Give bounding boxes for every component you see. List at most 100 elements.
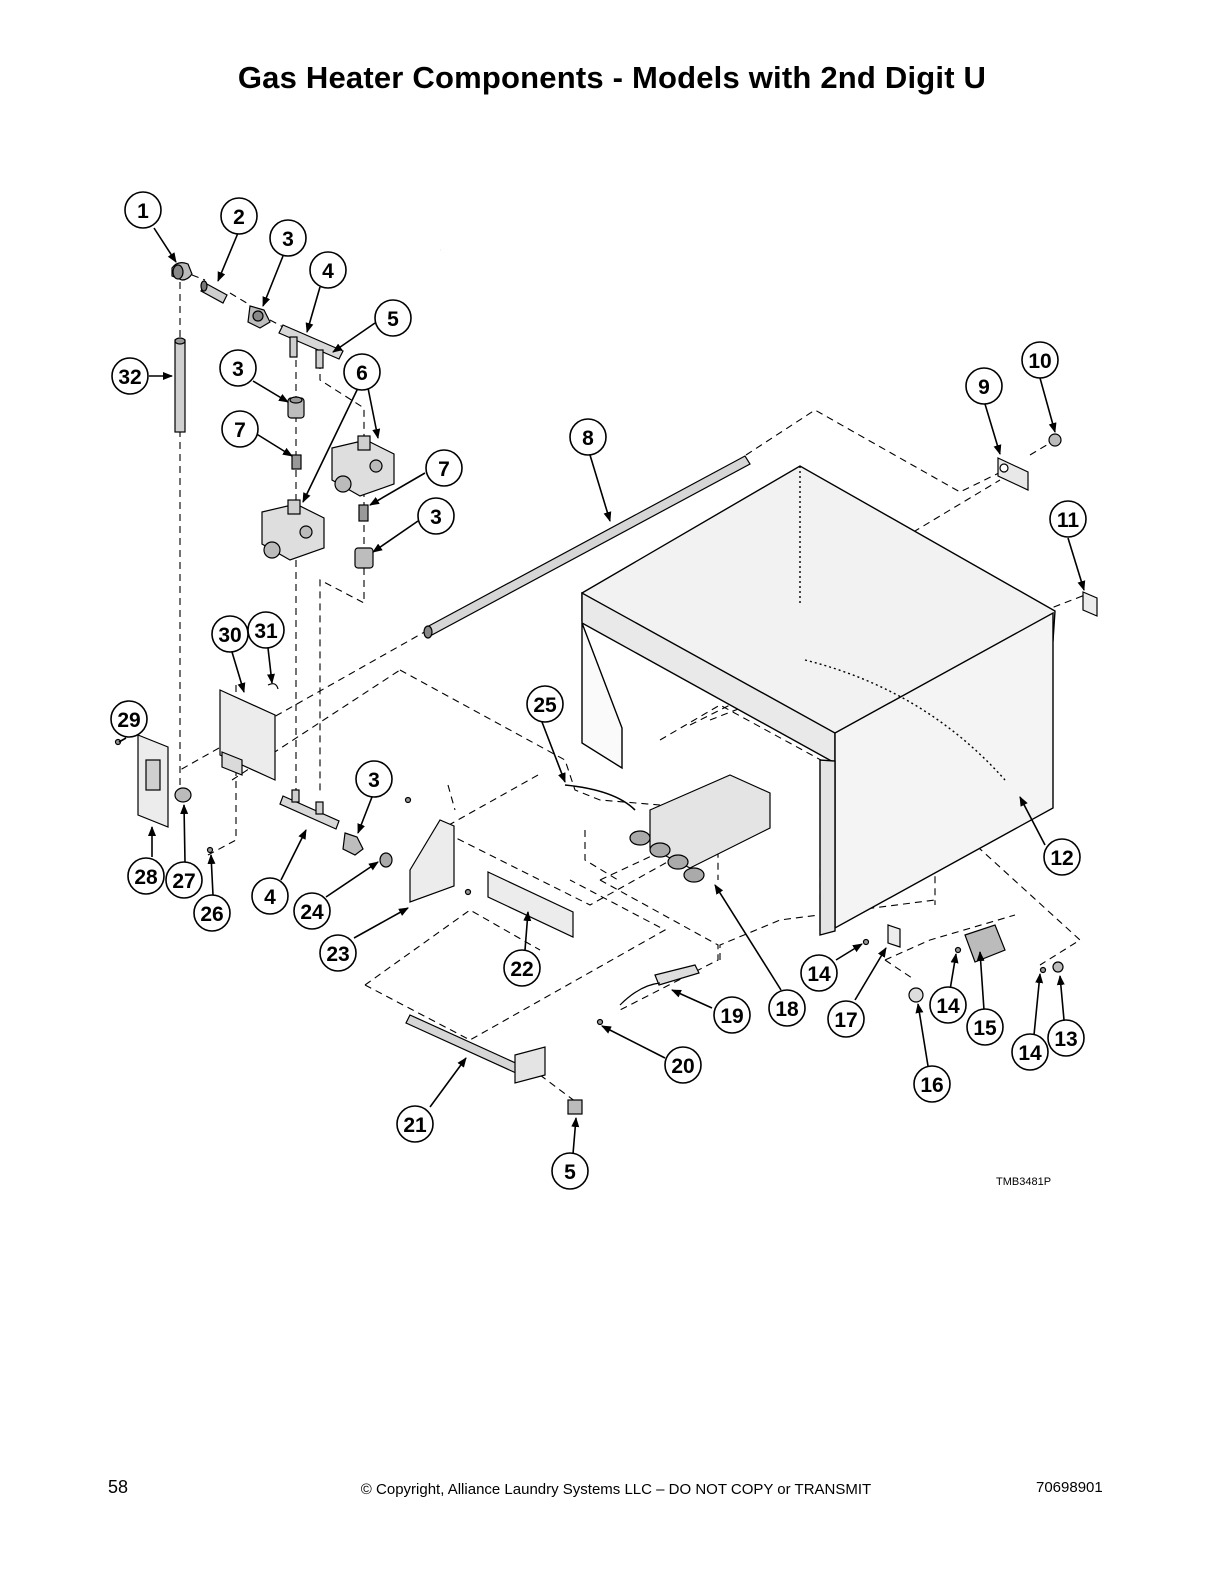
callout-15: 15 (966, 1008, 1004, 1046)
callout-16: 16 (913, 1065, 951, 1103)
part-long-pipe (174, 337, 186, 433)
svg-text:23: 23 (326, 943, 349, 966)
callout-4: 4 (309, 251, 347, 289)
svg-text:9: 9 (978, 376, 990, 399)
svg-text:31: 31 (254, 620, 278, 643)
callout-28: 28 (127, 857, 165, 895)
callout-8: 8 (569, 418, 607, 456)
callout-7: 7 (425, 449, 463, 487)
callout-5: 5 (374, 299, 412, 337)
callout-1: 1 (124, 191, 162, 229)
svg-text:14: 14 (1018, 1042, 1042, 1065)
callout-14: 14 (1011, 1033, 1049, 1071)
svg-text:32: 32 (118, 366, 141, 389)
callout-26: 26 (193, 894, 231, 932)
callout-20: 20 (664, 1046, 702, 1084)
svg-text:27: 27 (172, 870, 195, 893)
part-elbow (171, 262, 193, 281)
svg-text:3: 3 (368, 769, 380, 792)
callout-27: 27 (165, 861, 203, 899)
svg-text:29: 29 (117, 709, 140, 732)
callout-3: 3 (219, 349, 257, 387)
callout-30: 30 (211, 615, 249, 653)
part-manifold-pipe (423, 455, 751, 639)
svg-text:7: 7 (438, 458, 450, 481)
callout-17: 17 (827, 1000, 865, 1038)
copyright-text: © Copyright, Alliance Laundry Systems LL… (360, 1481, 872, 1498)
svg-text:3: 3 (232, 358, 244, 381)
svg-text:5: 5 (387, 308, 399, 331)
part-bracket (219, 689, 276, 781)
svg-text:12: 12 (1050, 847, 1073, 870)
svg-text:1: 1 (137, 200, 149, 223)
callout-2: 2 (220, 197, 258, 235)
callout-22: 22 (503, 949, 541, 987)
page-title: Gas Heater Components - Models with 2nd … (237, 60, 987, 95)
svg-text:20: 20 (671, 1055, 694, 1078)
callout-23: 23 (319, 934, 357, 972)
part-gas-valve-upper (331, 435, 395, 497)
svg-text:15: 15 (973, 1017, 997, 1040)
callout-3: 3 (355, 760, 393, 798)
svg-text:17: 17 (834, 1009, 857, 1032)
callout-24: 24 (293, 892, 331, 930)
svg-text:24: 24 (300, 901, 324, 924)
callout-7: 7 (221, 410, 259, 448)
part-heater-housing (581, 465, 1056, 936)
svg-text:18: 18 (775, 998, 799, 1021)
svg-text:4: 4 (322, 260, 334, 283)
callout-5: 5 (551, 1152, 589, 1190)
svg-text:6: 6 (356, 362, 368, 385)
callout-11: 11 (1049, 500, 1087, 538)
svg-text:19: 19 (720, 1005, 743, 1028)
part-union-mid (287, 396, 305, 419)
svg-text:16: 16 (920, 1074, 943, 1097)
part-tee-top (278, 324, 344, 369)
figure-code: TMB3481P (996, 1176, 1052, 1188)
svg-text:14: 14 (807, 963, 831, 986)
part-burner-assembly (629, 774, 771, 883)
svg-text:28: 28 (134, 866, 158, 889)
callout-4: 4 (251, 877, 289, 915)
part-tee-lower (279, 789, 340, 830)
callout-32: 32 (111, 357, 149, 395)
callout-31: 31 (247, 611, 285, 649)
svg-text:25: 25 (533, 694, 557, 717)
svg-text:11: 11 (1057, 509, 1080, 532)
svg-text:8: 8 (582, 427, 594, 450)
callout-21: 21 (396, 1105, 434, 1143)
copyright-notice: © Copyright, Alliance Laundry Systems LL… (0, 1481, 1224, 1498)
svg-text:14: 14 (936, 995, 960, 1018)
svg-text:13: 13 (1054, 1028, 1077, 1051)
callout-leaders (118, 227, 1086, 1155)
callout-12: 12 (1043, 838, 1081, 876)
callout-3: 3 (269, 219, 307, 257)
svg-text:30: 30 (218, 624, 241, 647)
callout-10: 10 (1021, 341, 1059, 379)
part-gas-valve-lower (261, 499, 325, 561)
svg-text:7: 7 (234, 419, 246, 442)
callout-18: 18 (768, 989, 806, 1027)
callout-29: 29 (110, 700, 148, 738)
callout-25: 25 (526, 685, 564, 723)
callout-3: 3 (417, 497, 455, 535)
parts (114, 262, 1098, 1115)
callout-19: 19 (713, 996, 751, 1034)
part-union-top (247, 305, 271, 329)
svg-text:3: 3 (282, 228, 294, 251)
svg-text:22: 22 (510, 958, 533, 981)
svg-text:10: 10 (1028, 350, 1051, 373)
callout-14: 14 (800, 954, 838, 992)
svg-text:5: 5 (564, 1161, 576, 1184)
svg-text:21: 21 (403, 1114, 427, 1137)
page-number: 58 (108, 1477, 129, 1497)
part-nipple (200, 280, 228, 304)
callouts: 1 2 3 4 5 32 3 6 7 7 3 8 9 10 11 12 30 3… (110, 191, 1087, 1190)
callout-13: 13 (1047, 1019, 1085, 1057)
svg-text:4: 4 (264, 886, 276, 909)
callout-6: 6 (343, 353, 381, 391)
svg-text:2: 2 (233, 206, 245, 229)
svg-text:3: 3 (430, 506, 442, 529)
part-gas-manifold (405, 1014, 546, 1084)
